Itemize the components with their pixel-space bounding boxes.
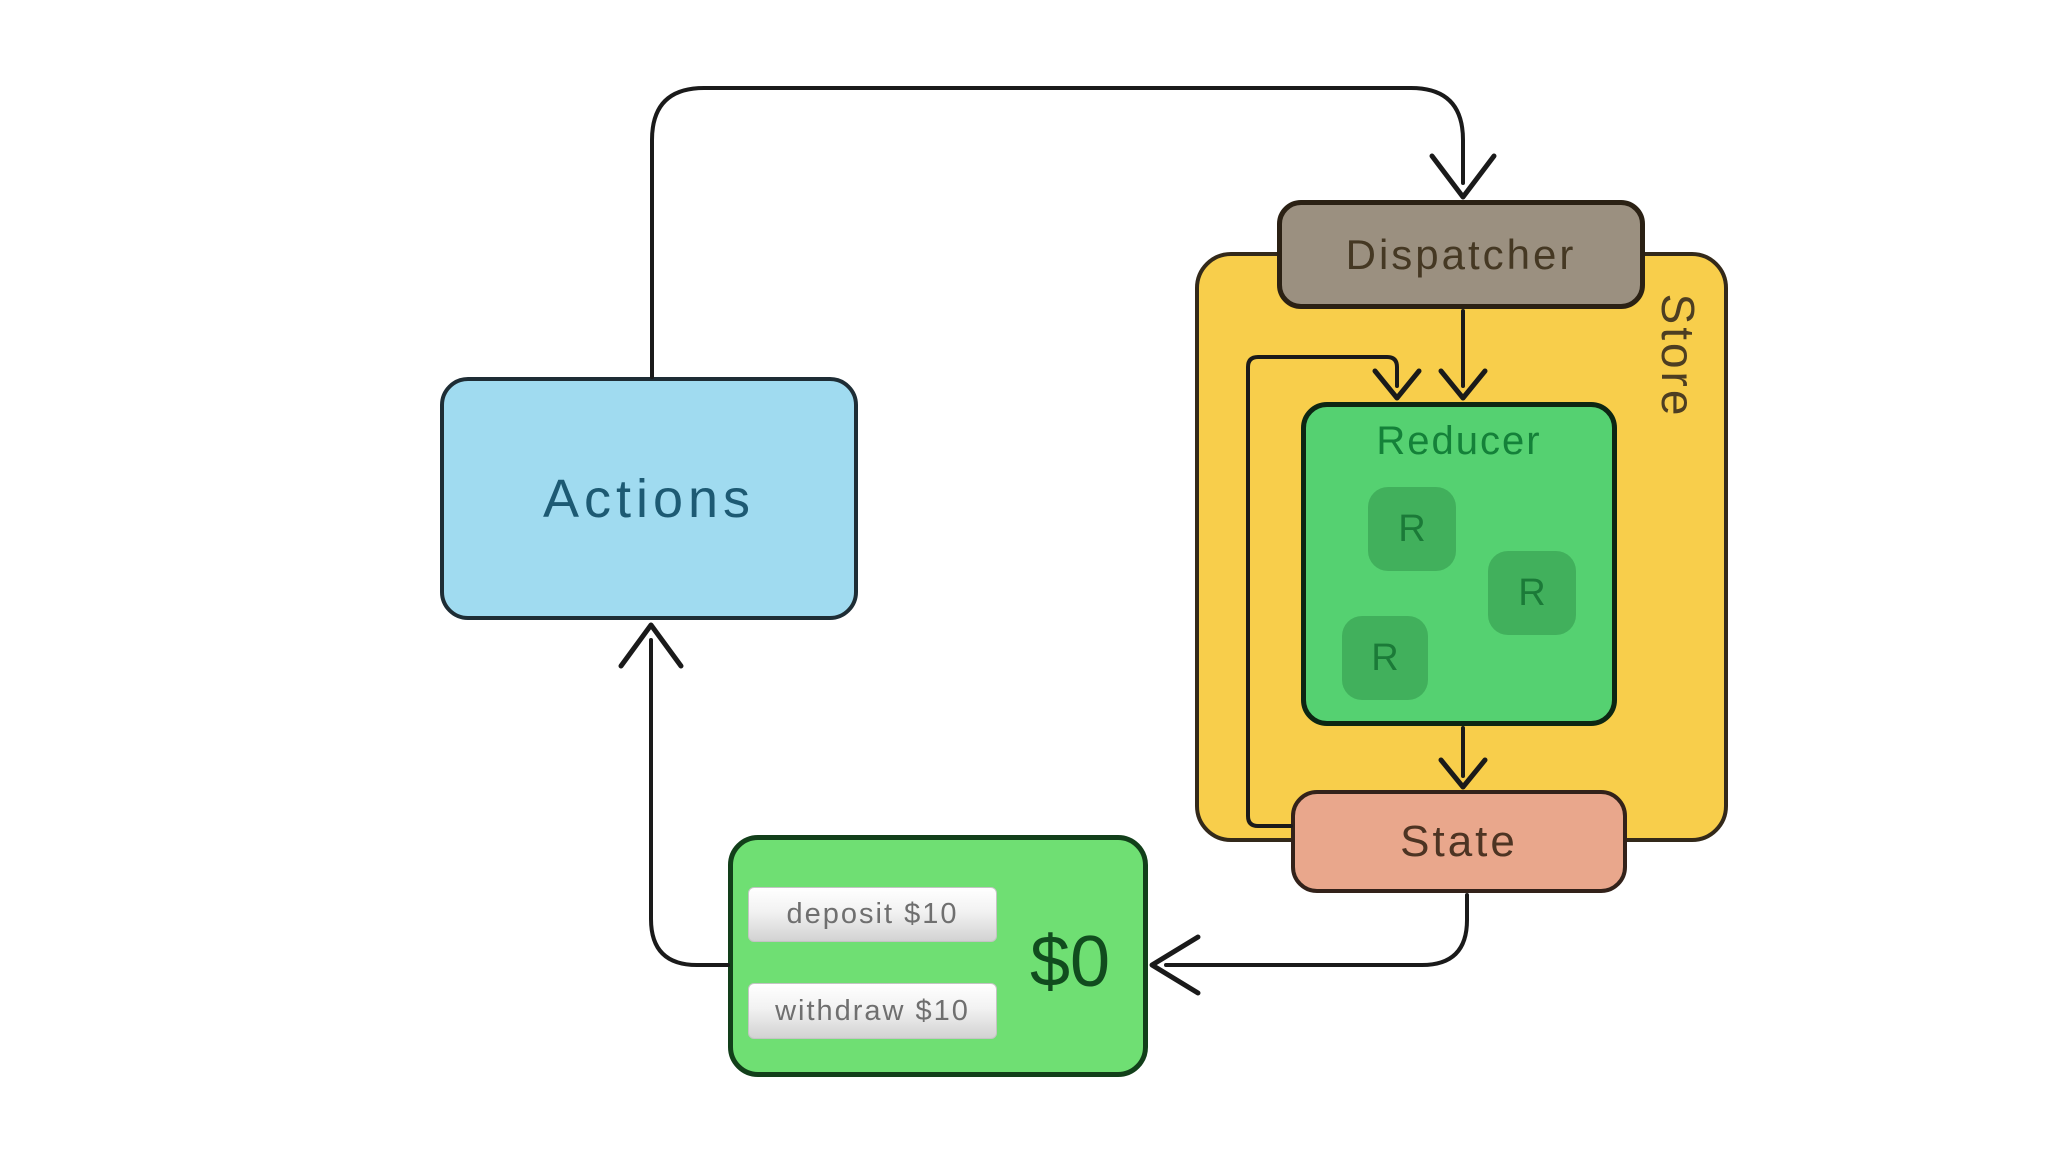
sub-reducer-label: R — [1398, 507, 1426, 550]
sub-reducer-label: R — [1518, 571, 1546, 614]
arrowhead-into-view — [1149, 934, 1201, 996]
balance-value: $0 — [1029, 922, 1111, 1002]
dispatcher-label: Dispatcher — [1345, 230, 1577, 278]
sub-reducer-label: R — [1371, 636, 1399, 679]
store-label: Store — [1652, 293, 1704, 419]
deposit-button[interactable]: deposit $10 — [748, 887, 997, 942]
dispatcher-box: Dispatcher — [1277, 200, 1645, 309]
sub-reducer-chip: R — [1368, 487, 1456, 571]
deposit-button-label: deposit $10 — [786, 898, 959, 930]
arrowhead-into-actions — [618, 622, 684, 669]
sub-reducer-chip: R — [1488, 551, 1576, 635]
withdraw-button[interactable]: withdraw $10 — [748, 983, 997, 1039]
arrowhead-into-dispatcher — [1429, 153, 1497, 200]
state-box: State — [1291, 790, 1627, 893]
reducer-label: Reducer — [1376, 419, 1542, 463]
actions-label: Actions — [542, 468, 756, 529]
state-label: State — [1400, 816, 1518, 866]
sub-reducer-chip: R — [1342, 616, 1428, 700]
actions-box: Actions — [440, 377, 858, 620]
wire-state-to-view — [1164, 893, 1469, 967]
wire-view-to-actions — [649, 638, 730, 967]
withdraw-button-label: withdraw $10 — [775, 994, 970, 1027]
